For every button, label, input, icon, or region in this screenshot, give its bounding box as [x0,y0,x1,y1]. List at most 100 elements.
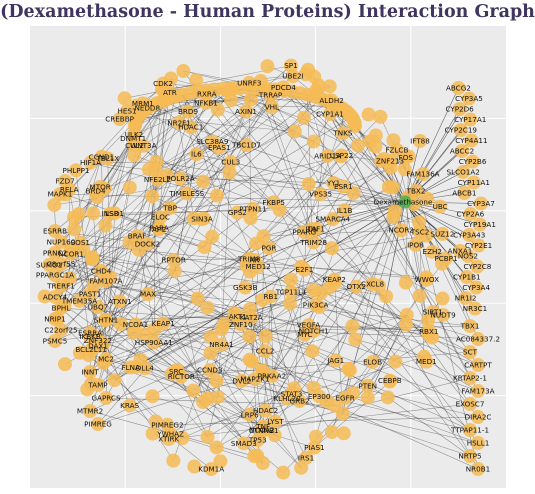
edge [176,369,263,373]
protein-label: PCBP1 [434,254,457,263]
protein-node [408,237,423,252]
protein-label: UBE2I [282,72,303,81]
protein-node [361,107,376,122]
protein-node [57,357,72,372]
protein-label: GPS2 [228,208,247,217]
protein-node [54,257,68,271]
protein-label: TRRAP [258,91,283,100]
protein-label: C22orf25 [44,326,77,335]
protein-node [153,210,168,225]
protein-label: LYST [267,417,284,426]
protein-label: EXOSC7 [456,400,485,409]
edge [160,90,166,218]
protein-node [320,148,335,163]
protein-label: VHL [265,102,279,111]
protein-node [196,211,211,226]
protein-node [474,196,488,211]
protein-label: TRIM8 [237,254,261,263]
protein-label: BRD9 [178,107,198,116]
edge [250,85,319,219]
edge [97,125,356,425]
protein-label: NR3C1 [463,304,488,313]
edge [105,100,165,226]
protein-node [398,275,413,290]
protein-node [458,291,473,305]
protein-node [261,241,276,256]
edge [152,395,315,448]
protein-label: NCOR2 [388,226,414,235]
edge [356,286,479,444]
protein-label: BRD4 [86,186,106,195]
protein-node [436,307,451,322]
edge [405,156,409,283]
edge [263,229,402,237]
protein-label: EP300 [308,392,331,401]
protein-label: NRTP5 [458,452,481,461]
edge [104,319,218,398]
protein-label: SLC38A9 [196,137,229,146]
protein-label: DLL4 [136,364,155,373]
protein-label: FZLCB [385,145,408,154]
protein-label: TBP [162,203,177,212]
protein-node [365,354,380,369]
protein-label: WNT3A [130,141,156,150]
protein-node [47,198,62,213]
edge [54,109,219,320]
protein-node [152,222,167,237]
protein-label: ADCY4 [43,293,68,302]
protein-node [413,134,427,148]
protein-node [360,390,375,405]
protein-node [380,390,395,405]
protein-node [83,155,98,170]
edge [214,89,479,418]
edge [207,316,238,437]
edge [348,314,407,369]
protein-label: PPARGC1A [36,271,74,280]
protein-node [420,191,435,206]
protein-label: POLR2A [166,174,195,183]
protein-label: CHD4 [91,266,112,275]
protein-node [260,59,275,74]
protein-node [348,119,362,133]
protein-label: ESR1 [334,182,353,191]
edge [282,385,368,473]
protein-node [147,322,162,337]
protein-label: TSC2 [410,227,430,236]
edge [138,116,295,132]
edge [343,167,391,187]
protein-node [350,138,365,153]
protein-node [453,123,468,137]
protein-label: CYP2A6 [457,210,485,219]
protein-node [166,252,181,267]
edge [404,87,459,203]
edge [97,270,176,341]
protein-label: SUMO1 [36,260,62,269]
protein-node [292,394,307,409]
protein-label: IRS1 [298,453,314,462]
edge [331,206,441,249]
protein-node [421,313,436,328]
protein-node [463,371,477,385]
network-graph[interactable]: ABCG2CYP3A5CYP2D6CYP17A1CYP2C19CYP4A11AB… [30,26,506,488]
protein-node [175,431,190,446]
protein-node [463,449,477,463]
protein-node [198,95,213,110]
protein-label: IFT88 [410,137,430,146]
protein-node [136,138,151,153]
protein-label: NCOA1 [123,320,148,329]
protein-node [255,292,270,307]
protein-node [214,337,229,352]
protein-label: OTX2 [347,282,367,291]
protein-label: SMARCA4 [315,215,350,224]
protein-label: CYP3A7 [467,199,495,208]
protein-label: PPARG [292,227,316,236]
protein-node [463,345,477,359]
protein-node [471,358,485,372]
protein-label: KAT2A [240,313,263,322]
edge [271,106,391,168]
edge [174,154,197,271]
edge [174,154,197,271]
edge [249,308,479,392]
protein-node [397,162,412,177]
protein-node [85,252,100,267]
